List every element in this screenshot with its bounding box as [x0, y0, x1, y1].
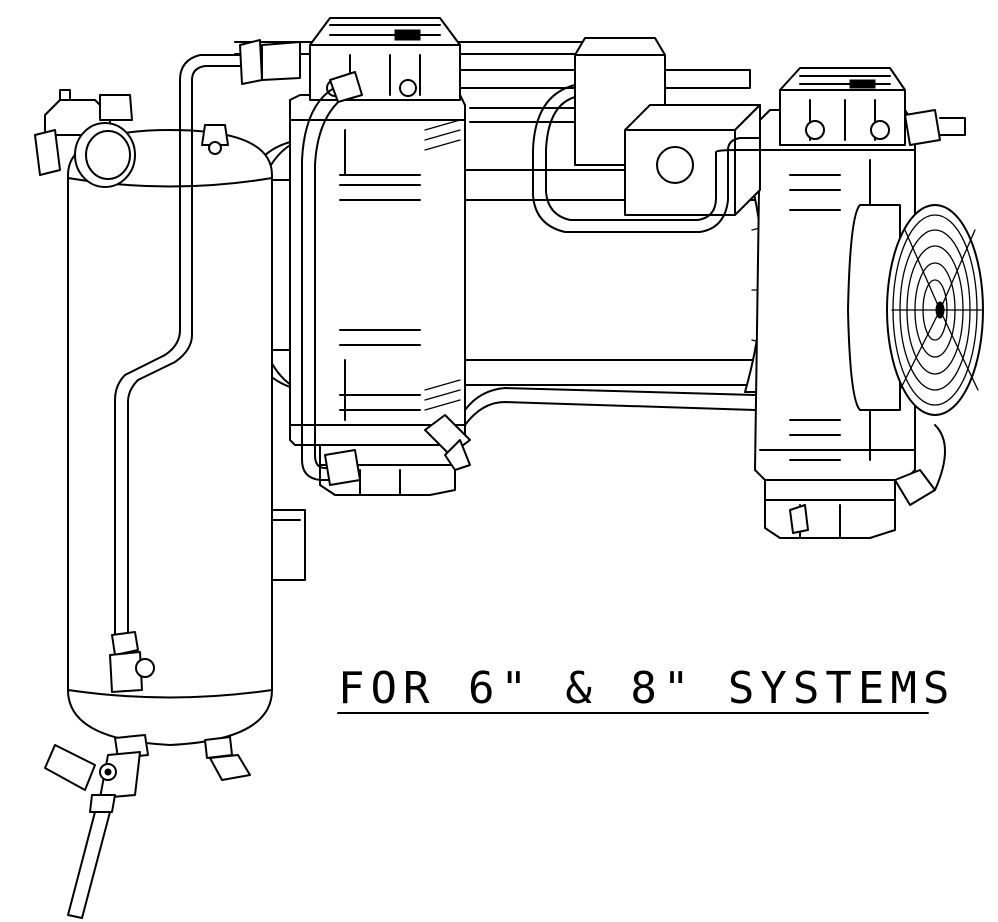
fan-guard: [847, 204, 984, 416]
bottom-crossover-pipe: [464, 387, 756, 426]
drain-valve-assembly: [44, 734, 149, 919]
upper-loop-tube: [532, 84, 761, 233]
left-cross-tube: [301, 71, 363, 486]
left-pump-head: [230, 17, 471, 496]
tank-outlet-fitting: [204, 736, 251, 781]
tank-bracket: [269, 509, 306, 581]
receiver-tank: [67, 124, 273, 746]
caption-text: FOR 6" & 8" SYSTEMS: [338, 663, 955, 714]
pressure-gauge: [34, 89, 136, 188]
junction-box: [574, 37, 761, 216]
caption: FOR 6" & 8" SYSTEMS: [337, 663, 955, 714]
discharge-tubing: [109, 39, 301, 693]
